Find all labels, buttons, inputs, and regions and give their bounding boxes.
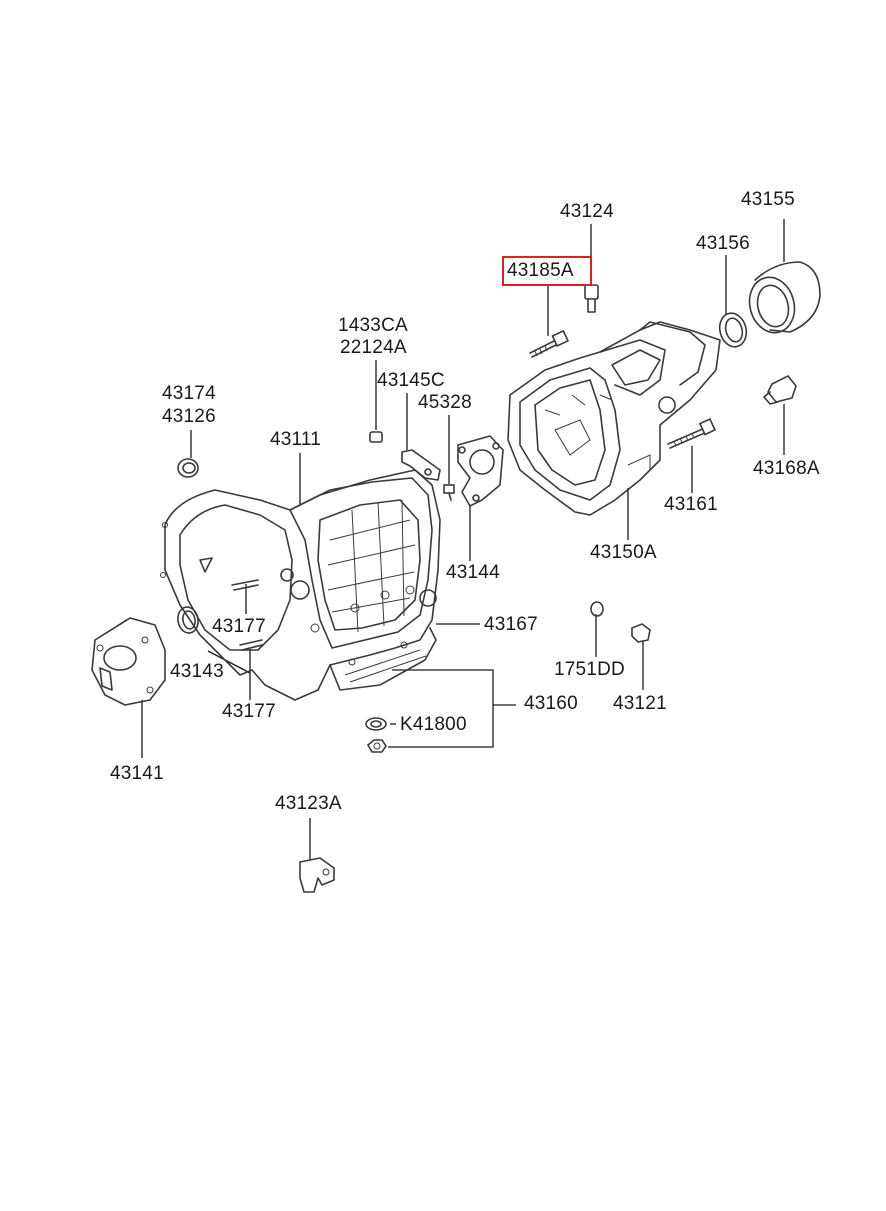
label-43177-upper[interactable]: 43177 (212, 616, 266, 637)
highlight-box (502, 256, 592, 286)
bolt-43185a (529, 329, 570, 358)
bolt-43161 (667, 417, 717, 449)
label-43150a[interactable]: 43150A (590, 542, 657, 563)
extension-housing-43150a (507, 321, 721, 516)
plug-43168a (763, 374, 797, 405)
bracket-43145c (401, 449, 441, 481)
label-43143[interactable]: 43143 (170, 661, 224, 682)
leader-lines (141, 219, 785, 860)
label-43168a[interactable]: 43168A (753, 458, 820, 479)
label-1433ca[interactable]: 1433CA (338, 315, 408, 336)
seal-43174 (177, 458, 199, 478)
label-43141[interactable]: 43141 (110, 763, 164, 784)
label-43121[interactable]: 43121 (613, 693, 667, 714)
label-43126[interactable]: 43126 (162, 406, 216, 427)
cover-43155 (748, 261, 821, 334)
label-43155[interactable]: 43155 (741, 189, 795, 210)
label-43185a[interactable]: 43185A (507, 260, 574, 281)
bolt-43121 (631, 623, 651, 643)
gasket-43144 (457, 435, 504, 507)
retainer-43141 (91, 617, 166, 706)
label-43177-lower[interactable]: 43177 (222, 701, 276, 722)
label-43124[interactable]: 43124 (560, 201, 614, 222)
label-k41800[interactable]: K41800 (400, 714, 467, 735)
label-1751dd[interactable]: 1751DD (554, 659, 625, 680)
label-43145c[interactable]: 43145C (377, 370, 445, 391)
label-22124a[interactable]: 22124A (340, 337, 407, 358)
washer-1751dd (590, 601, 604, 617)
label-43174[interactable]: 43174 (162, 383, 216, 404)
nut-43160 (366, 739, 387, 753)
sleeve-1433ca (369, 431, 383, 443)
bracket-43123a (299, 857, 335, 893)
label-43111[interactable]: 43111 (270, 429, 322, 450)
transmission-case-43111 (160, 469, 441, 701)
label-43160[interactable]: 43160 (524, 693, 578, 714)
washer-k41800 (365, 717, 387, 731)
label-43156[interactable]: 43156 (696, 233, 750, 254)
label-43144[interactable]: 43144 (446, 562, 500, 583)
bolt-45328 (443, 484, 455, 501)
label-43161[interactable]: 43161 (664, 494, 718, 515)
seal-43143 (177, 606, 199, 634)
label-43123a[interactable]: 43123A (275, 793, 342, 814)
label-43167[interactable]: 43167 (484, 614, 538, 635)
breather-43124 (584, 284, 599, 313)
seal-43156 (718, 312, 748, 348)
label-45328[interactable]: 45328 (418, 392, 472, 413)
